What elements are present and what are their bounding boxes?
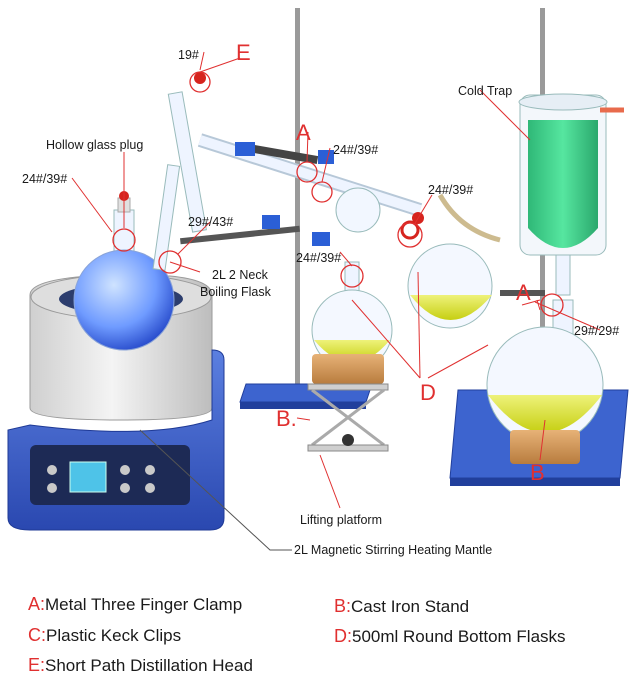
- legend-text: Metal Three Finger Clamp: [45, 595, 243, 614]
- legend-key: B:: [334, 596, 352, 616]
- letter-b-right: B: [530, 460, 545, 485]
- receiving-flask-2: [400, 212, 493, 329]
- letter-a-head: A: [296, 120, 311, 145]
- legend-key: E:: [28, 655, 46, 675]
- three-finger-clamps: [180, 142, 545, 296]
- legend-item-d: D:500ml Round Bottom Flasks: [334, 626, 566, 647]
- receiving-flask-3: [486, 299, 604, 464]
- legend-text: 500ml Round Bottom Flasks: [352, 627, 566, 646]
- letter-e: E: [236, 40, 251, 65]
- legend-item-e: E:Short Path Distillation Head: [28, 655, 253, 676]
- legend-key: C:: [28, 625, 46, 645]
- label-boiling-flask-line1: 2L 2 Neck: [212, 268, 268, 282]
- legend-text: Plastic Keck Clips: [46, 626, 182, 645]
- distillation-kit-illustration: [7, 8, 629, 551]
- letter-d: D: [420, 380, 436, 405]
- legend-key: D:: [334, 626, 352, 646]
- letter-a-trap: A: [516, 280, 531, 305]
- label-joint-left: 24#/39#: [22, 172, 68, 186]
- legend-item-b: B:Cast Iron Stand: [334, 596, 469, 617]
- label-lifting-platform: Lifting platform: [300, 513, 382, 527]
- label-joint-flask: 29#/43#: [188, 215, 234, 229]
- label-boiling-flask-line2: Boiling Flask: [200, 285, 271, 299]
- legend-item-c: C:Plastic Keck Clips: [28, 625, 181, 646]
- label-port-19: 19#: [178, 48, 199, 62]
- letter-b-left: B.: [276, 406, 297, 431]
- boiling-flask: [73, 164, 181, 351]
- legend-text: Short Path Distillation Head: [45, 656, 253, 675]
- receiving-flask-1: [311, 261, 393, 384]
- lifting-platform: [307, 383, 389, 452]
- legend-item-a: A:Metal Three Finger Clamp: [28, 594, 242, 615]
- label-joint-receiver-left: 24#/39#: [296, 251, 342, 265]
- label-joint-receiver-right: 24#/39#: [428, 183, 474, 197]
- leader-lines: [71, 51, 601, 551]
- legend-key: A:: [28, 594, 46, 614]
- label-joint-head: 24#/39#: [333, 143, 379, 157]
- label-hollow-glass-plug: Hollow glass plug: [46, 138, 144, 152]
- label-joint-trap: 29#/29#: [574, 324, 620, 338]
- label-cold-trap: Cold Trap: [458, 84, 513, 98]
- label-heating-mantle: 2L Magnetic Stirring Heating Mantle: [294, 543, 493, 557]
- cold-trap: [437, 93, 624, 296]
- legend-text: Cast Iron Stand: [351, 597, 470, 616]
